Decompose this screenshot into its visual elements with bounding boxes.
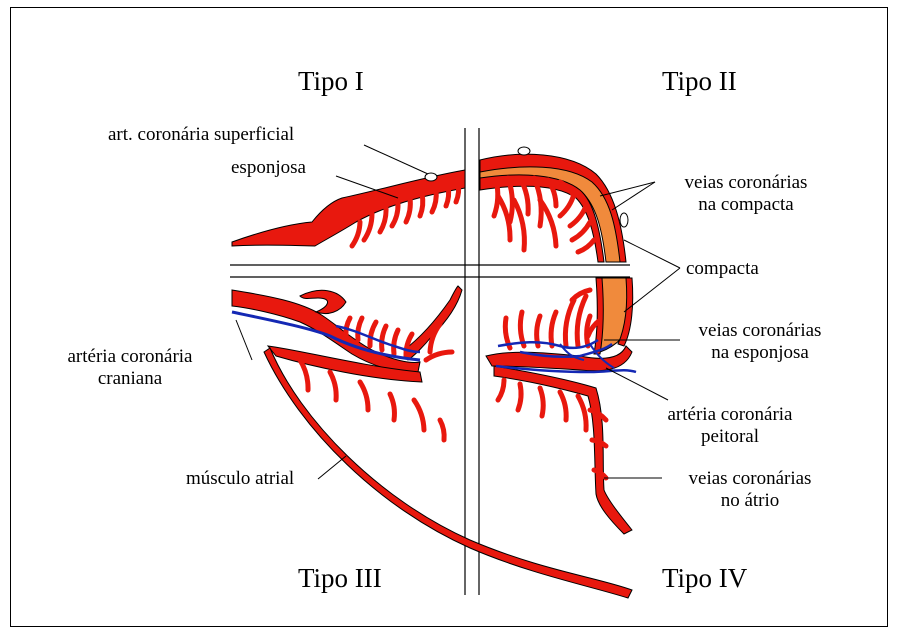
trabecula — [514, 200, 524, 250]
trabecula — [352, 222, 360, 246]
label-arteria-craniana-line2: craniana — [40, 368, 220, 390]
label-art-coronaria-superficial: art. coronária superficial — [108, 124, 294, 146]
trabecula — [520, 312, 524, 346]
tipo-ii-wall — [480, 147, 628, 262]
trabecula — [330, 372, 336, 400]
label-musculo-atrial: músculo atrial — [186, 468, 294, 490]
trabecula — [420, 194, 423, 216]
coronary-vessel-dot — [518, 147, 530, 155]
tipo-i-wall — [232, 170, 465, 246]
trabecula — [346, 318, 350, 336]
superficial-artery-dot — [425, 173, 437, 181]
trabecula — [414, 400, 424, 430]
title-tipo-iv: Tipo IV — [662, 563, 747, 594]
trabecula — [560, 392, 566, 420]
title-tipo-iii: Tipo III — [298, 563, 382, 594]
label-arteria-peitoral: artéria coronária peitoral — [640, 404, 820, 448]
label-compacta: compacta — [686, 258, 759, 280]
trabecula — [456, 182, 459, 202]
label-veias-atrio-line2: no átrio — [660, 490, 840, 512]
trabecula — [390, 394, 394, 420]
trabecula — [446, 186, 449, 206]
trabecula — [540, 388, 543, 416]
label-arteria-craniana: artéria coronária craniana — [40, 346, 220, 390]
label-veias-atrio-line1: veias coronárias — [660, 468, 840, 490]
trabecula — [358, 318, 362, 340]
trabecula — [570, 206, 586, 226]
tipo-iii-wall — [232, 286, 632, 598]
trabecula — [578, 396, 586, 430]
trabecula — [518, 384, 521, 410]
title-tipo-i: Tipo I — [298, 66, 364, 97]
label-veias-esponjosa-line2: na esponjosa — [670, 342, 850, 364]
trabecula — [370, 322, 376, 346]
label-esponjosa: esponjosa — [231, 157, 306, 179]
label-arteria-peitoral-line1: artéria coronária — [640, 404, 820, 426]
trabecula — [392, 204, 398, 226]
trabecula — [380, 208, 386, 232]
title-tipo-ii: Tipo II — [662, 66, 737, 97]
trabecula — [360, 382, 368, 410]
label-veias-atrio: veias coronárias no átrio — [660, 468, 840, 512]
trabecula — [364, 214, 372, 240]
trabecula — [382, 326, 386, 350]
label-veias-compacta-line2: na compacta — [656, 194, 836, 216]
label-veias-compacta-line1: veias coronárias — [656, 172, 836, 194]
label-veias-compacta: veias coronárias na compacta — [656, 172, 836, 216]
label-veias-esponjosa: veias coronárias na esponjosa — [670, 320, 850, 364]
trabecula — [551, 312, 556, 346]
trabecula — [578, 240, 594, 252]
trabecula — [498, 380, 504, 400]
coronary-vein-dot — [620, 213, 628, 227]
tipo-iv-wall — [486, 278, 636, 534]
trabecula — [560, 194, 574, 216]
label-veias-esponjosa-line1: veias coronárias — [670, 320, 850, 342]
trabecula — [394, 330, 398, 354]
trabecula — [440, 420, 444, 440]
label-arteria-peitoral-line2: peitoral — [640, 426, 820, 448]
trabecula — [498, 196, 510, 240]
label-arteria-craniana-line1: artéria coronária — [40, 346, 220, 368]
trabecula — [565, 300, 574, 346]
